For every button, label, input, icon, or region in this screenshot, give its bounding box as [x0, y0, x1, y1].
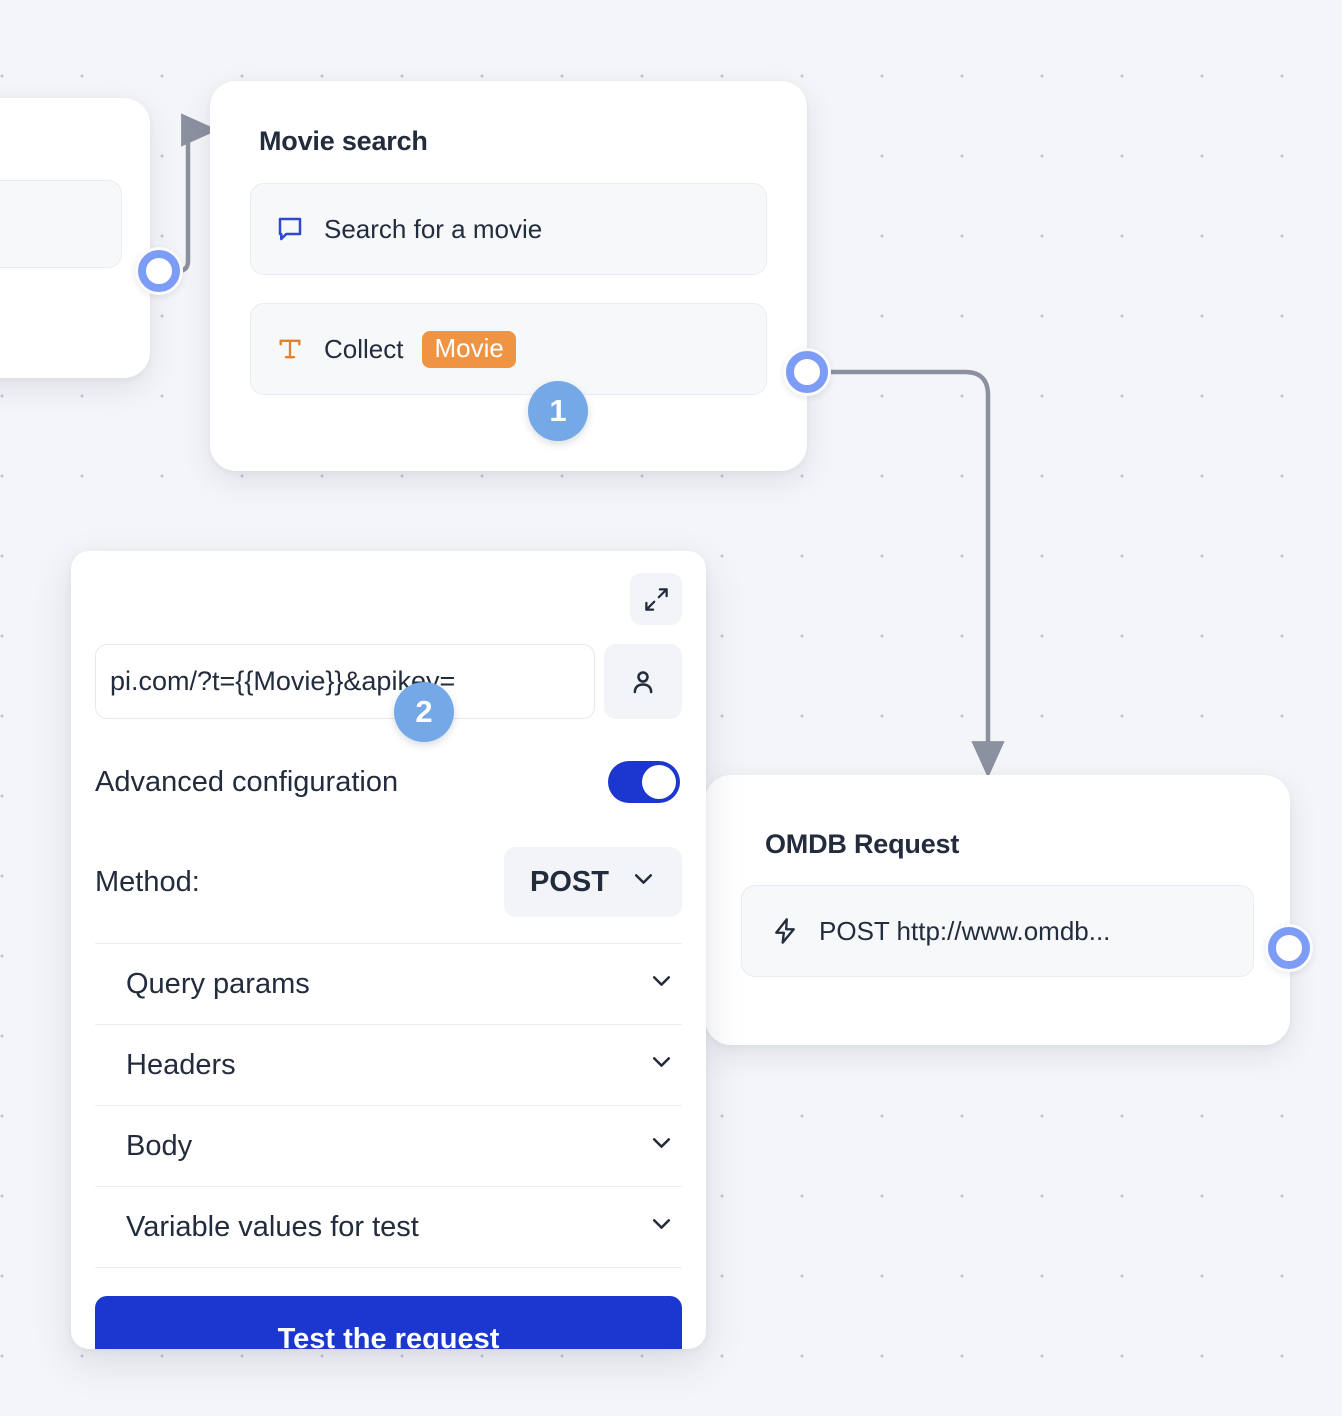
person-icon[interactable] — [604, 644, 682, 719]
message-bubble-icon — [273, 212, 307, 246]
accordion-query-params[interactable]: Query params — [95, 944, 682, 1025]
accordion-label: Query params — [126, 967, 310, 1000]
node-row-label: Search for a movie — [324, 213, 543, 244]
panel-topbar — [95, 573, 682, 625]
accordion-body[interactable]: Body — [95, 1106, 682, 1187]
method-row: Method: POST — [95, 847, 682, 944]
request-url-input[interactable] — [95, 644, 595, 719]
chevron-down-icon — [649, 1211, 674, 1244]
node-row-post-request[interactable]: POST http://www.omdb... — [741, 885, 1254, 977]
accordion-headers[interactable]: Headers — [95, 1025, 682, 1106]
node-row[interactable] — [0, 180, 122, 268]
node-title: Movie search — [259, 126, 428, 156]
expand-diagonal-icon[interactable] — [630, 573, 682, 625]
edge-left-to-movie-search — [172, 113, 219, 274]
node-title: OMDB Request — [765, 829, 960, 859]
url-row — [95, 644, 682, 719]
accordion-variable-values-for-test[interactable]: Variable values for test — [95, 1187, 682, 1268]
accordion-label: Headers — [126, 1048, 236, 1081]
edge-movie-search-to-omdb — [830, 369, 1005, 779]
step-badge-2: 2 — [394, 682, 454, 742]
node-movie-search[interactable]: Movie search Search for a movie Collect — [210, 81, 807, 471]
accordion-label: Body — [126, 1129, 193, 1162]
chevron-down-icon — [649, 968, 674, 1001]
chevron-down-icon — [649, 1130, 674, 1163]
handle-omdb-output[interactable] — [1265, 924, 1313, 972]
advanced-configuration-label: Advanced configuration — [95, 765, 399, 798]
handle-partial-left-output[interactable] — [135, 247, 183, 295]
lightning-bolt-icon — [768, 914, 802, 948]
step-badge-1: 1 — [528, 381, 588, 441]
chevron-down-icon — [631, 866, 656, 899]
method-value: POST — [530, 865, 609, 898]
node-row-collect-movie[interactable]: Collect Movie — [250, 303, 767, 395]
method-select[interactable]: POST — [504, 847, 682, 917]
request-config-panel[interactable]: Advanced configuration Method: POST Quer… — [71, 551, 706, 1349]
node-omdb-request[interactable]: OMDB Request POST http://www.omdb... — [705, 775, 1290, 1045]
node-row-search-for-a-movie[interactable]: Search for a movie — [250, 183, 767, 275]
node-row-label: POST http://www.omdb... — [819, 915, 1111, 946]
variable-chip-movie[interactable]: Movie — [422, 330, 516, 368]
chevron-down-icon — [649, 1049, 674, 1082]
advanced-configuration-row: Advanced configuration — [95, 761, 682, 803]
handle-movie-search-output[interactable] — [783, 348, 831, 396]
node-partial-left[interactable] — [0, 98, 150, 378]
text-type-icon — [273, 332, 307, 366]
test-the-request-button[interactable]: Test the request — [95, 1296, 682, 1349]
advanced-configuration-toggle[interactable] — [608, 761, 680, 803]
method-label: Method: — [95, 865, 200, 898]
node-row-label: Collect — [324, 333, 404, 364]
accordion-label: Variable values for test — [126, 1210, 419, 1243]
